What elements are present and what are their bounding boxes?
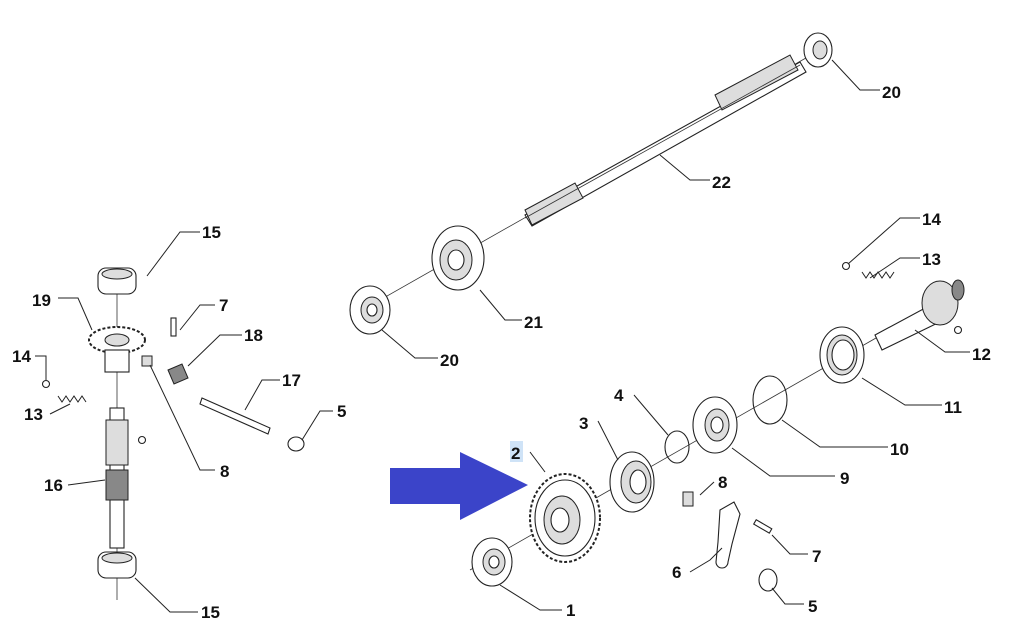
label-left-ring-5[interactable]: 5 — [337, 402, 346, 421]
ball-small-right — [953, 325, 963, 335]
left-spring-13 — [57, 395, 87, 403]
pinion-shaft-part — [874, 279, 965, 351]
left-pin-8 — [141, 355, 153, 367]
left-lever — [167, 363, 189, 385]
label-ring-5-right[interactable]: 5 — [808, 597, 817, 616]
label-spring-13-right[interactable]: 13 — [922, 250, 941, 269]
label-left-bearing-15-top[interactable]: 15 — [202, 223, 221, 242]
label-circlip-10[interactable]: 10 — [890, 440, 909, 459]
label-bearing-20-left[interactable]: 20 — [440, 351, 459, 370]
circlip-small-part — [664, 430, 690, 464]
left-bevel-gear — [88, 326, 146, 373]
pin-8-right — [682, 491, 694, 507]
label-bearing-1[interactable]: 1 — [566, 601, 575, 620]
main-shaft-part — [379, 49, 821, 301]
sync-hub-part — [609, 451, 655, 513]
ring-5-right — [758, 568, 778, 592]
label-left-pin-8[interactable]: 8 — [220, 462, 229, 481]
label-left-lever-18[interactable]: 18 — [244, 326, 263, 345]
leader-lines — [35, 59, 970, 613]
label-gear-2[interactable]: 2 — [511, 444, 520, 463]
left-ring-5 — [287, 436, 305, 452]
left-worm-shaft — [105, 407, 129, 549]
label-left-bevel-gear-19[interactable]: 19 — [32, 291, 51, 310]
bearing-top-part — [803, 32, 833, 68]
label-pin-7-right[interactable]: 7 — [812, 547, 821, 566]
label-seal-11[interactable]: 11 — [944, 398, 962, 417]
spring-13-right — [861, 271, 895, 279]
bearing-mid-part — [692, 396, 738, 454]
label-left-ball-14[interactable]: 14 — [12, 347, 31, 366]
label-highlight — [510, 441, 523, 462]
left-bearing-bottom — [97, 551, 137, 579]
bevel-gear-part — [431, 225, 485, 291]
label-left-spring-13[interactable]: 13 — [24, 405, 43, 424]
label-left-bearing-15-bottom[interactable]: 15 — [201, 603, 220, 622]
label-main-shaft-22[interactable]: 22 — [712, 173, 731, 192]
left-shaft-17 — [199, 397, 271, 435]
label-ball-14-right[interactable]: 14 — [922, 210, 941, 229]
label-bearing-9[interactable]: 9 — [840, 469, 849, 488]
left-bearing-top — [97, 267, 137, 295]
circlip-large-part — [752, 375, 788, 425]
left-pin-7 — [170, 317, 177, 337]
pin-7-right — [752, 519, 773, 534]
left-ball-small — [137, 435, 147, 445]
bearing-bottom-part — [471, 537, 513, 587]
gear-2-part — [529, 473, 601, 563]
label-pinion-shaft-12[interactable]: 12 — [972, 345, 991, 364]
fork-part — [715, 501, 741, 569]
label-bevel-gear-21[interactable]: 21 — [524, 313, 543, 332]
seal-part — [819, 326, 865, 384]
label-bearing-20-top[interactable]: 20 — [882, 83, 901, 102]
ball-14-right — [841, 261, 851, 271]
label-pin-8-right[interactable]: 8 — [718, 473, 727, 492]
label-circlip-4[interactable]: 4 — [614, 386, 624, 405]
label-sync-hub-3[interactable]: 3 — [579, 414, 588, 433]
left-ball-14 — [41, 379, 51, 389]
bearing-left-part — [349, 285, 391, 335]
label-left-pin-7[interactable]: 7 — [219, 296, 228, 315]
label-left-worm-shaft-16[interactable]: 16 — [44, 476, 63, 495]
label-fork-6[interactable]: 6 — [672, 563, 681, 582]
label-left-shaft-17[interactable]: 17 — [282, 371, 301, 390]
highlight-arrow — [390, 452, 528, 520]
